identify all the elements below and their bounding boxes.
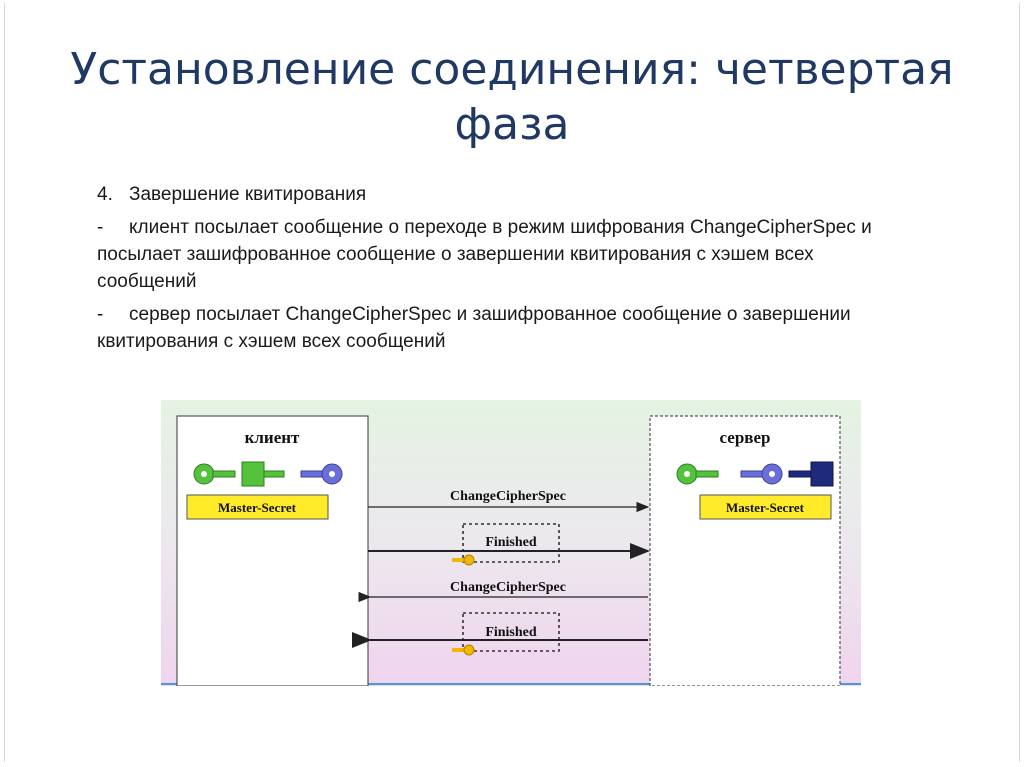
bullet-marker: - xyxy=(97,304,104,325)
green-lock-icon xyxy=(241,461,285,487)
bullet-server-line2: квитирования с хэшем всех сообщений xyxy=(97,331,446,352)
client-label: клиент xyxy=(245,428,300,447)
client-secret-box xyxy=(186,494,329,520)
server-box xyxy=(649,415,841,686)
purple-key-icon xyxy=(300,463,343,485)
navy-lock-icon xyxy=(788,461,834,487)
bullet-marker: - xyxy=(97,217,104,238)
gold-key-icon xyxy=(452,554,475,566)
finished-frame-server xyxy=(462,612,560,652)
green-key-icon xyxy=(193,463,236,485)
server-secret-box xyxy=(699,494,832,520)
client-secret-label: Master-Secret xyxy=(218,500,297,515)
purple-key-icon xyxy=(740,463,783,485)
msg-finished-client: Finished xyxy=(485,535,537,550)
client-box xyxy=(176,415,369,686)
bullet-server: - сервер посылает ChangeCipherSpec и заши… xyxy=(97,301,957,355)
bullet-client-line2: посылает зашифрованное сообщение о завер… xyxy=(97,244,814,265)
bullet-server-line1: сервер посылает ChangeCipherSpec и зашиф… xyxy=(129,304,851,325)
step-number: 4. xyxy=(97,184,113,205)
slide-title-line2: фаза xyxy=(454,99,570,150)
step-heading: 4. Завершение квитирования xyxy=(97,181,957,208)
bullet-client-line3: сообщений xyxy=(97,271,197,292)
server-secret-label: Master-Secret xyxy=(726,500,805,515)
msg-finished-server: Finished xyxy=(485,625,537,640)
step-title: Завершение квитирования xyxy=(129,184,367,205)
bullet-client: - клиент посылает сообщение о переходе в … xyxy=(97,214,957,295)
slide-body: 4. Завершение квитирования - клиент посыла… xyxy=(97,181,957,361)
green-key-icon xyxy=(676,463,719,485)
slide-frame xyxy=(4,2,1020,762)
msg-change-cipher-spec-client: ChangeCipherSpec xyxy=(450,489,566,504)
finished-frame-client xyxy=(462,523,560,563)
gold-key-icon xyxy=(452,644,475,656)
msg-change-cipher-spec-server: ChangeCipherSpec xyxy=(450,580,566,595)
bullet-client-line1: клиент посылает сообщение о переходе в р… xyxy=(129,217,872,238)
slide-title-line1: Установление соединения: четвертая xyxy=(70,44,954,95)
handshake-diagram: клиент Master-Secret сервер Master-Secre… xyxy=(161,400,861,686)
server-label: сервер xyxy=(720,428,771,447)
